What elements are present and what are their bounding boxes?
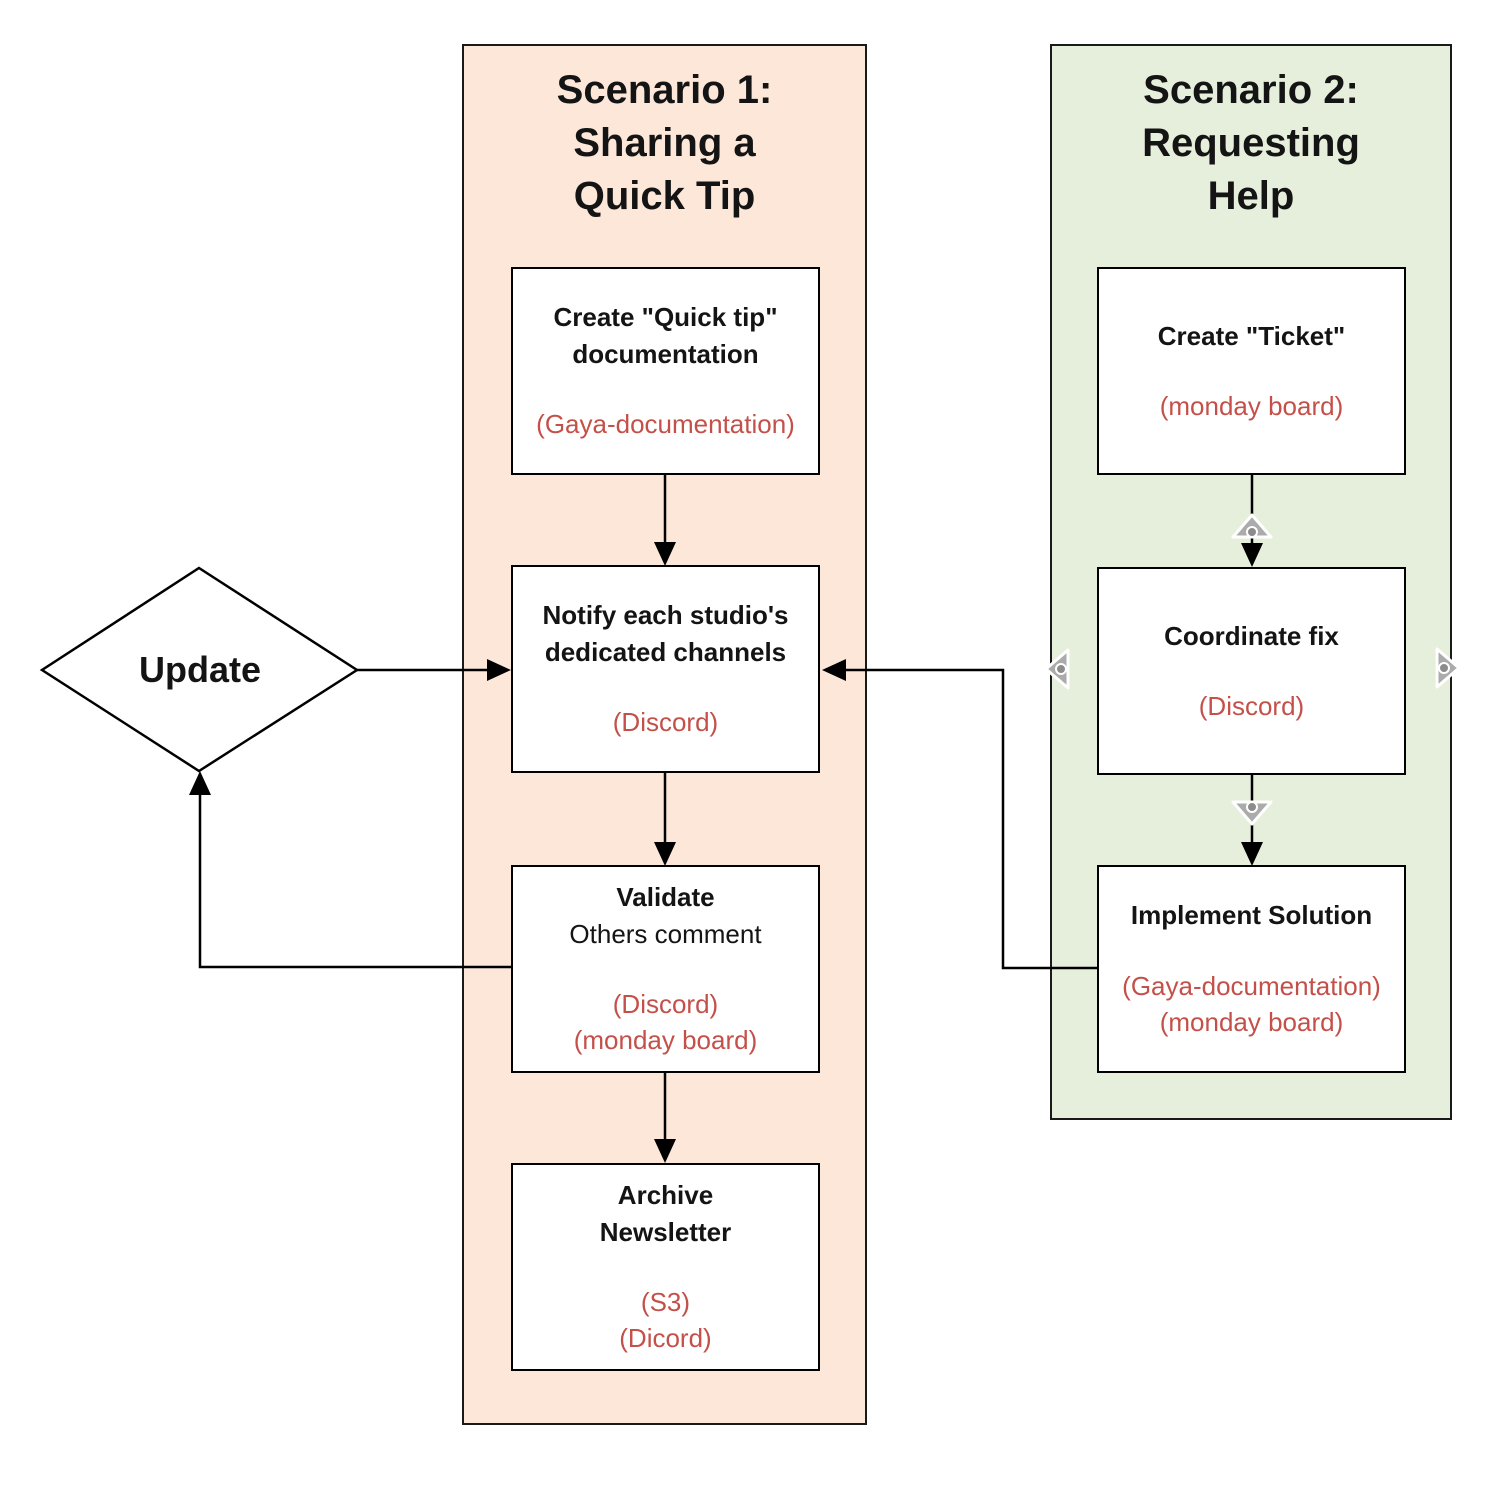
- autoconnect-left-arrow-icon[interactable]: [1044, 648, 1070, 690]
- step-tools: (Discord) (monday board): [573, 989, 758, 1056]
- decision-label: Update: [138, 649, 261, 690]
- step-box-validate[interactable]: Validate Others comment (Discord) (monda…: [511, 865, 820, 1073]
- step-label: Create "Quick tip" documentation: [553, 302, 778, 369]
- autoconnect-right-arrow-icon[interactable]: [1435, 647, 1461, 689]
- step-label: Validate: [616, 882, 715, 913]
- autoconnect-up-arrow-icon[interactable]: [1231, 513, 1273, 539]
- step-box-archive-newsletter[interactable]: Archive Newsletter (S3) (Dicord): [511, 1163, 820, 1371]
- step-label: Notify each studio's dedicated channels: [542, 600, 789, 667]
- step-tools: (Gaya-documentation): [536, 409, 795, 440]
- step-label: Create "Ticket": [1157, 320, 1346, 351]
- step-sublabel: Others comment: [569, 918, 762, 949]
- scenario1-title: Scenario 1: Sharing a Quick Tip: [556, 68, 773, 218]
- connector-create-to-notify: [654, 475, 676, 566]
- step-box-coordinate-fix[interactable]: Coordinate fix (Discord): [1097, 567, 1406, 775]
- step-tools: (Discord): [612, 707, 719, 738]
- step-label: Archive Newsletter: [599, 1180, 732, 1247]
- step-box-implement-solution[interactable]: Implement Solution (Gaya-documentation) …: [1097, 865, 1406, 1073]
- step-label: Implement Solution: [1130, 900, 1373, 931]
- connector-validate-to-archive: [654, 1072, 676, 1163]
- step-tools: (Gaya-documentation) (monday board): [1122, 970, 1381, 1038]
- step-box-notify-channels[interactable]: Notify each studio's dedicated channels …: [511, 565, 820, 773]
- connector-notify-to-validate: [654, 772, 676, 866]
- connector-implement-to-notify: [822, 659, 1097, 970]
- autoconnect-down-arrow-icon[interactable]: [1231, 800, 1273, 826]
- step-box-create-quick-tip[interactable]: Create "Quick tip" documentation (Gaya-d…: [511, 267, 820, 475]
- step-label: Coordinate fix: [1164, 620, 1339, 651]
- step-box-create-ticket[interactable]: Create "Ticket" (monday board): [1097, 267, 1406, 475]
- connector-update-to-notify: [357, 659, 511, 681]
- step-tools: (monday board): [1159, 391, 1344, 421]
- step-tools: (S3) (Dicord): [619, 1287, 712, 1354]
- connector-validate-to-update: [189, 771, 511, 969]
- scenario2-title: Scenario 2: Requesting Help: [1142, 68, 1360, 218]
- decision-diamond[interactable]: [39, 566, 360, 773]
- step-tools: (Discord): [1198, 691, 1305, 721]
